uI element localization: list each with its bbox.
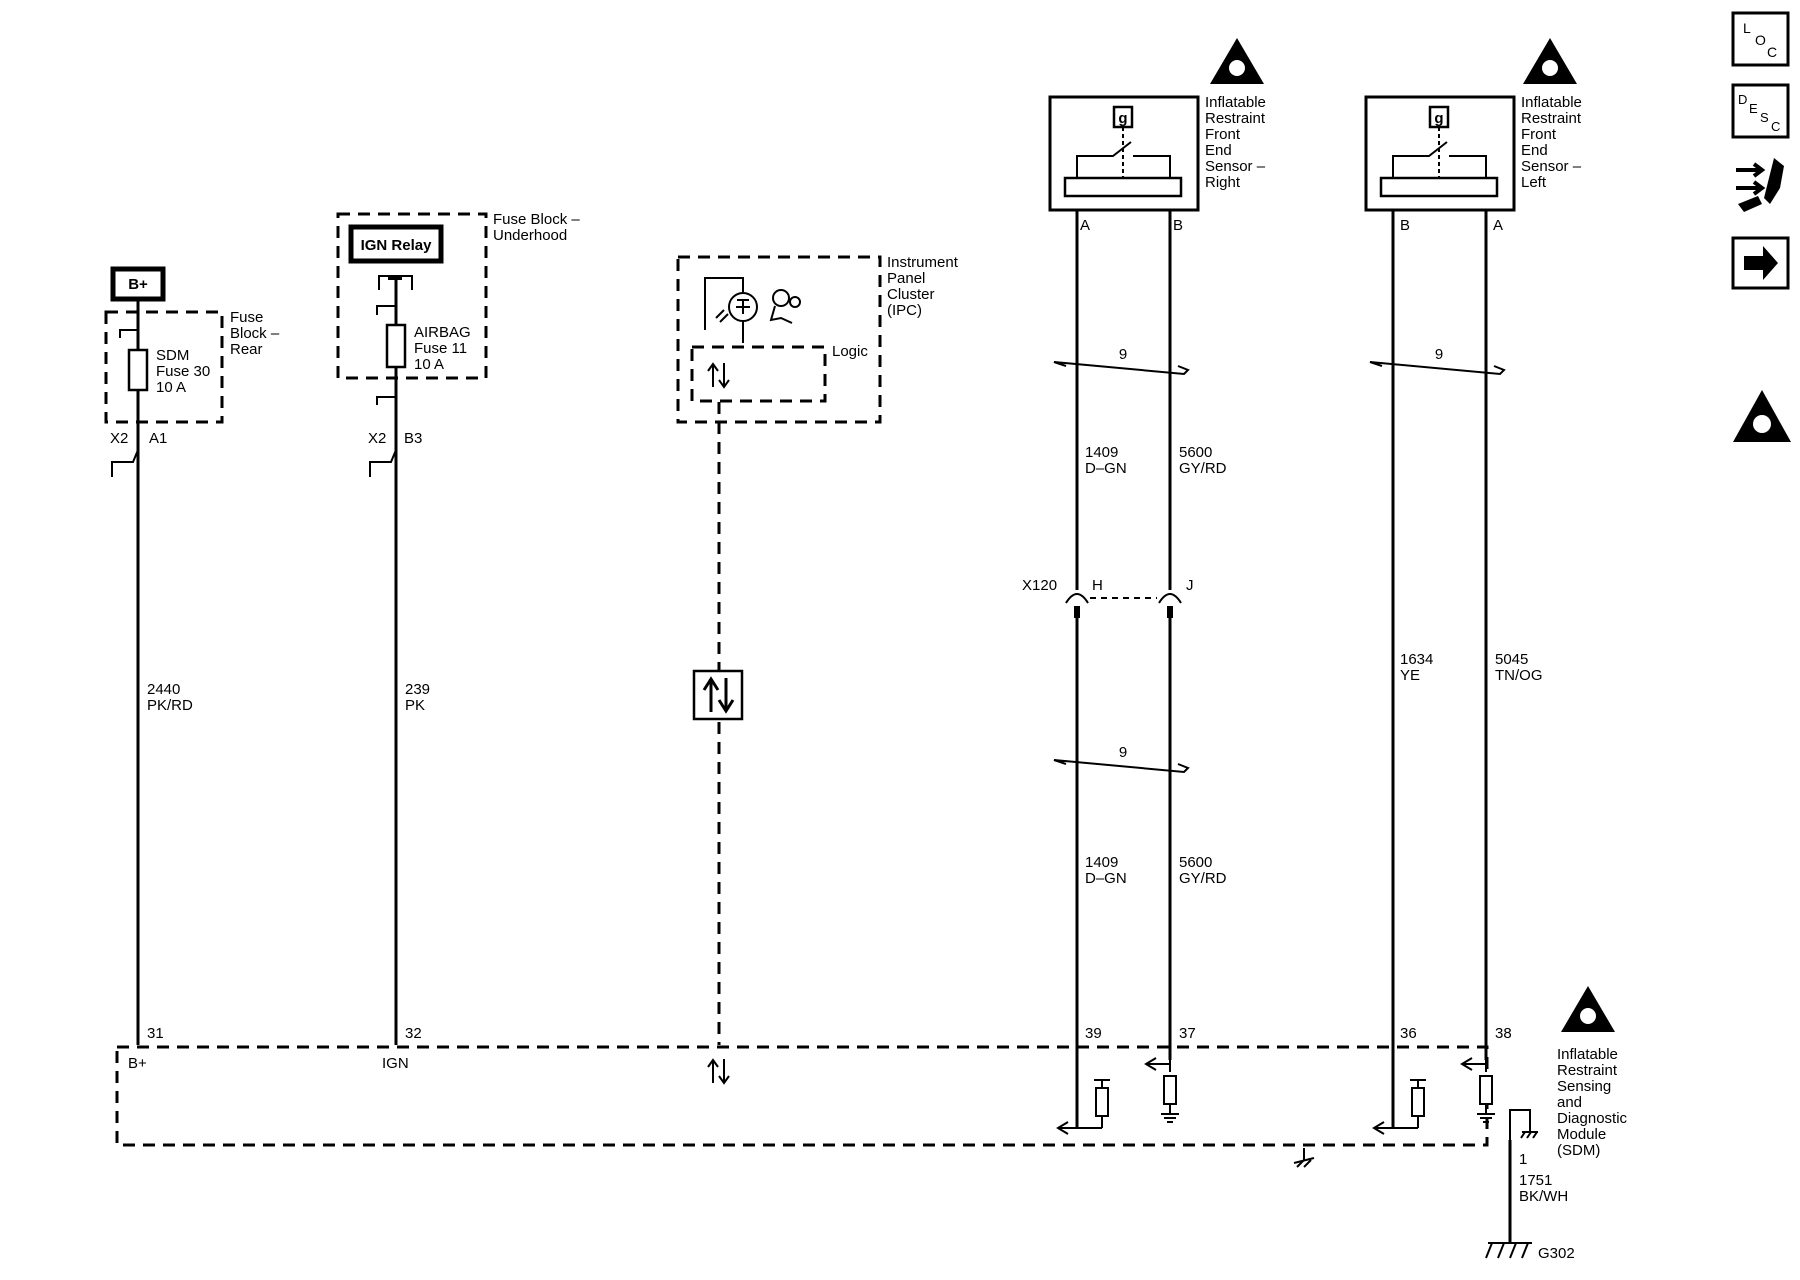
svg-text:O: O — [1755, 32, 1766, 48]
svg-text:C: C — [1771, 119, 1780, 134]
svg-text:D: D — [1738, 92, 1747, 107]
navigation-sidebar: L O C D E S C — [1731, 11, 1791, 442]
sdm-title: Inflatable Restraint Sensing and Diagnos… — [1557, 1046, 1631, 1159]
sdm-pin-38: 38 — [1495, 1025, 1512, 1042]
sdm-box — [115, 1045, 1489, 1147]
sdm-fuse-label: SDM Fuse 30 10 A — [156, 347, 214, 396]
fuse-block-underhood-box — [336, 212, 488, 380]
wire-1634-label: 1634 YE — [1400, 651, 1438, 684]
fuse-underhood-connector: X2 — [368, 430, 386, 447]
fuse-block-rear-title: Fuse Block – Rear — [230, 309, 283, 358]
sdm-pin-32: 32 — [405, 1025, 422, 1042]
wire-2440-label: 2440 PK/RD — [147, 681, 193, 714]
sidebar-airbag-warning-icon — [1733, 390, 1791, 442]
sensor-left-g-label: g — [1434, 110, 1443, 127]
ign-relay-label: IGN Relay — [361, 237, 433, 254]
ipc-logic-box — [690, 345, 827, 403]
sensor-right-pin-a: A — [1080, 217, 1090, 234]
next-arrow-button[interactable] — [1731, 236, 1790, 290]
sdm-terminal-ign: IGN — [382, 1055, 409, 1072]
ipc-title: Instrument Panel Cluster (IPC) — [887, 254, 962, 319]
serial-data-icon — [707, 362, 730, 389]
ground-g302-label: G302 — [1538, 1245, 1575, 1262]
fuse-block-underhood-title: Fuse Block – Underhood — [493, 211, 584, 244]
serial-data-symbol-box — [692, 669, 744, 721]
fuse-block-rear-box — [104, 310, 224, 424]
svg-text:C: C — [1767, 44, 1777, 60]
sensor-right-title: Inflatable Restraint Front End Sensor – … — [1205, 94, 1270, 191]
ipc-logic-label: Logic — [832, 343, 868, 360]
x120-pin-j: J — [1186, 577, 1194, 594]
ign-relay-box — [348, 224, 444, 264]
twist-label-right-upper: 9 — [1119, 346, 1127, 363]
svg-text:S: S — [1760, 110, 1769, 125]
x120-pin-h: H — [1092, 577, 1103, 594]
sensor-left-pin-a: A — [1493, 217, 1503, 234]
wire-5600-upper-label: 5600 GY/RD — [1179, 444, 1227, 477]
sdm-pin-36: 36 — [1400, 1025, 1417, 1042]
location-button[interactable]: L O C — [1731, 11, 1790, 67]
description-button[interactable]: D E S C — [1731, 83, 1790, 139]
twist-label-right-lower: 9 — [1119, 744, 1127, 761]
airbag-fuse-label: AIRBAG Fuse 11 10 A — [414, 324, 475, 373]
sensor-right-pin-b: B — [1173, 217, 1183, 234]
svg-text:E: E — [1749, 101, 1758, 116]
sdm-pin-37: 37 — [1179, 1025, 1196, 1042]
wire-1409-upper-label: 1409 D–GN — [1085, 444, 1127, 477]
airbag-person-icon — [769, 289, 801, 324]
sdm-module: Inflatable Restraint Sensing and Diagnos… — [115, 986, 1631, 1262]
sensor-left-pin-b: B — [1400, 217, 1410, 234]
sensor-left-title: Inflatable Restraint Front End Sensor – … — [1521, 94, 1586, 191]
wire-5600-lower-label: 5600 GY/RD — [1179, 854, 1227, 887]
sdm-terminal-bplus: B+ — [128, 1055, 147, 1072]
sdm-pin-1: 1 — [1519, 1151, 1527, 1168]
sdm-fuse-30 — [127, 348, 149, 392]
bplus-circuit: B+ Fuse Block – Rear SDM Fuse 30 10 A X2… — [104, 266, 283, 1045]
x120-connector-label: X120 — [1022, 577, 1057, 594]
right-arrow-icon — [1744, 246, 1778, 280]
twist-label-left: 9 — [1435, 346, 1443, 363]
sdm-pin-39: 39 — [1085, 1025, 1102, 1042]
sdm-pin-31: 31 — [147, 1025, 164, 1042]
ipc-circuit: Instrument Panel Cluster (IPC) Logic — [676, 254, 962, 1085]
sensor-right-g-label: g — [1118, 110, 1127, 127]
wire-239-label: 239 PK — [405, 681, 434, 714]
airbag-fuse-11 — [385, 323, 407, 369]
fuse-rear-pin: A1 — [149, 430, 167, 447]
ground-g302-symbol — [1485, 1242, 1532, 1259]
wire-1409-lower-label: 1409 D–GN — [1085, 854, 1127, 887]
ign-circuit: Fuse Block – Underhood IGN Relay AIRBAG … — [336, 211, 584, 1045]
wire-5045-label: 5045 TN/OG — [1495, 651, 1543, 684]
sdm-serial-data-icon — [707, 1058, 730, 1085]
svg-text:L: L — [1743, 20, 1751, 36]
sensor-left-circuit: Inflatable Restraint Front End Sensor – … — [1364, 38, 1586, 1128]
wire-1751-label: 1751 BK/WH — [1519, 1172, 1568, 1205]
fuse-rear-connector: X2 — [110, 430, 128, 447]
bplus-source-label: B+ — [128, 276, 148, 293]
fuse-underhood-pin: B3 — [404, 430, 422, 447]
repair-tools-icon[interactable] — [1736, 158, 1784, 212]
ipc-box — [676, 255, 882, 424]
sensor-right-circuit: Inflatable Restraint Front End Sensor – … — [1022, 38, 1270, 1128]
